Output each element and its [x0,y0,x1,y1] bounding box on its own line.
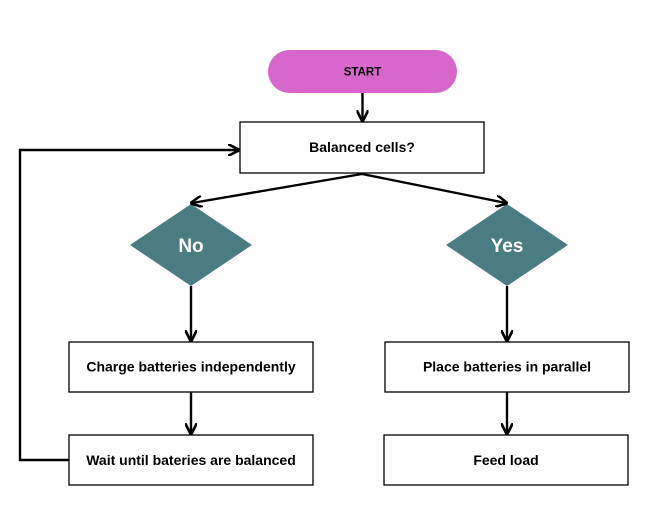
feed-box [383,434,629,486]
yes-decision [446,204,568,286]
charge-label: Charge batteries independently [86,359,295,375]
feed-label: Feed load [473,452,538,468]
start-label: START [344,67,381,79]
wait-label: Wait until bateries are balanced [86,452,296,468]
parallel-label: Place batteries in parallel [423,359,591,375]
start-node [268,50,457,93]
no-decision [130,204,252,286]
wait-box [68,434,314,486]
question-label: Balanced cells? [309,139,415,155]
question-box [239,121,485,174]
edge-question-to-yes [361,172,506,203]
edge-question-to-no [192,172,363,203]
parallel-box [384,341,630,393]
edge-wait-loop-to-question [18,150,238,462]
yes-label: Yes [491,236,524,257]
no-label: No [178,236,203,257]
